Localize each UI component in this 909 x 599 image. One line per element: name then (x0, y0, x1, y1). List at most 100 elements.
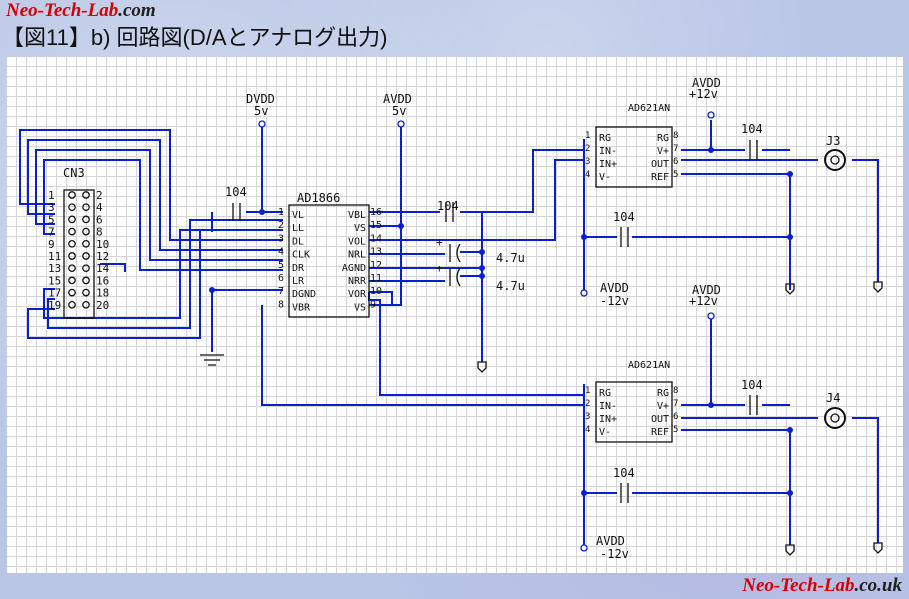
avdd-volt-4: +12v (689, 294, 718, 308)
site-logo-top[interactable]: Neo-Tech-Lab.com (6, 0, 156, 22)
cap-value-c4: 4.7u (496, 279, 525, 293)
cap-value-c5: 104 (741, 122, 763, 136)
avdd-volt-5: -12v (600, 547, 629, 561)
chip-pin-number: 5 (673, 425, 678, 435)
jack-j4: J4 (824, 391, 846, 429)
chip-pin-number: 3 (585, 412, 590, 422)
chip-pin-name: NRR (348, 276, 367, 287)
connector-pin-hole (68, 227, 76, 236)
connector-pin-hole (82, 227, 90, 236)
chip-pin-name: RG (599, 133, 611, 144)
chip-pin-name: REF (651, 172, 669, 183)
site-name: Neo-Tech-Lab (6, 0, 119, 21)
schematic-board (7, 57, 903, 573)
connector-pin-number: 12 (96, 250, 109, 263)
chip-pin-number: 16 (370, 207, 382, 218)
connector-pin-number: 2 (96, 189, 103, 202)
chip-pin-name: CLK (292, 250, 310, 261)
connector-pin-hole (68, 288, 76, 297)
avdd-label-4: AVDD (692, 283, 721, 297)
avdd-volt-3: -12v (600, 294, 629, 308)
connector-pin-number: 10 (96, 238, 109, 251)
connector-pin-number: 14 (96, 262, 110, 275)
chip-pin-number: 9 (370, 299, 376, 310)
connector-pin-number: 20 (96, 299, 109, 312)
chip-pin-name: VBR (292, 302, 311, 313)
avdd-volt-1: 5v (392, 104, 406, 118)
chip-pin-name: LR (292, 276, 305, 287)
ground-terminals (477, 281, 883, 556)
chip-pin-name: LL (292, 223, 304, 234)
capacitor-c4-polar: + 4.7u (436, 262, 525, 293)
capacitor-c1: 104 (225, 185, 247, 221)
chip-pin-name: VL (292, 210, 304, 221)
ad1866-label: AD1866 (297, 191, 340, 205)
chip-pin-name: VBL (348, 210, 366, 221)
chip-pin-name: RG (657, 388, 669, 399)
connector-pin-number: 13 (48, 262, 61, 275)
connector-pin-hole (82, 300, 90, 309)
chip-pin-name: IN+ (599, 159, 617, 170)
jack-j3-label: J3 (826, 134, 840, 148)
cap-value-c1: 104 (225, 185, 247, 199)
power-avdd-p12-2: AVDD +12v (689, 283, 721, 320)
connector-pin-hole (68, 300, 76, 309)
chip-pin-name: DR (292, 263, 305, 274)
chip-pin-number: 1 (585, 131, 590, 141)
connector-pin-hole (68, 191, 76, 199)
connector-pin-number: 8 (96, 226, 103, 239)
chip-pin-number: 4 (278, 247, 284, 258)
chip-pin-name: OUT (651, 414, 669, 425)
chip-pin-name: OUT (651, 159, 669, 170)
connector-pin-hole (68, 203, 76, 212)
site-logo-bottom[interactable]: Neo-Tech-Lab.co.uk (742, 575, 902, 597)
connector-pin-number: 7 (48, 226, 55, 239)
chip-pin-number: 6 (278, 273, 284, 284)
chip-pin-name: V- (599, 172, 611, 183)
chip-pin-name: IN- (599, 401, 617, 412)
avdd-label-5: AVDD (596, 534, 625, 548)
connector-pin-number: 19 (48, 299, 61, 312)
connector-pin-hole (82, 191, 90, 199)
connector-pin-number: 11 (48, 250, 61, 263)
connector-pin-number: 17 (48, 287, 61, 300)
cn3-label: CN3 (63, 166, 85, 180)
connector-pin-hole (82, 276, 90, 285)
connector-pin-number: 15 (48, 274, 61, 287)
footer-site-name: Neo-Tech-Lab (742, 575, 855, 596)
avdd-label-3: AVDD (600, 281, 629, 295)
cap-value-c2: 104 (437, 199, 459, 213)
connector-pin-number: 5 (48, 213, 55, 226)
chip-pin-number: 10 (370, 286, 382, 297)
chip-pin-number: 8 (278, 299, 284, 310)
chip-pin-number: 11 (370, 273, 382, 284)
capacitor-c3-polar: + 4.7u (436, 236, 525, 265)
junctions (209, 147, 793, 496)
chip-pin-number: 7 (278, 286, 284, 297)
power-avdd-p12-1: AVDD +12v (689, 76, 721, 119)
cap-plus-c4: + (436, 262, 443, 275)
chip-pin-number: 8 (673, 131, 678, 141)
power-avdd-5v: AVDD 5v (383, 92, 412, 128)
chip-pin-number: 5 (278, 260, 284, 271)
ad621-label-1: AD621AN (628, 103, 670, 114)
power-avdd-m12-1: AVDD -12v (580, 281, 629, 308)
ground-icon (200, 354, 224, 366)
chip-pin-name: NRL (348, 250, 366, 261)
connector-pin-hole (82, 252, 90, 260)
connector-pin-hole (82, 215, 90, 224)
avdd-label-2: AVDD (692, 76, 721, 90)
chip-pin-name: DL (292, 236, 304, 247)
chip-pin-number: 6 (673, 157, 678, 167)
capacitor-c7: 104 (741, 378, 763, 415)
cap-value-c3: 4.7u (496, 251, 525, 265)
connector-pin-hole (82, 239, 90, 248)
capacitor-c5: 104 (741, 122, 763, 160)
chip-pin-name: VS (354, 302, 366, 313)
connector-pin-hole (68, 276, 76, 285)
chip-pin-name: RG (599, 388, 611, 399)
